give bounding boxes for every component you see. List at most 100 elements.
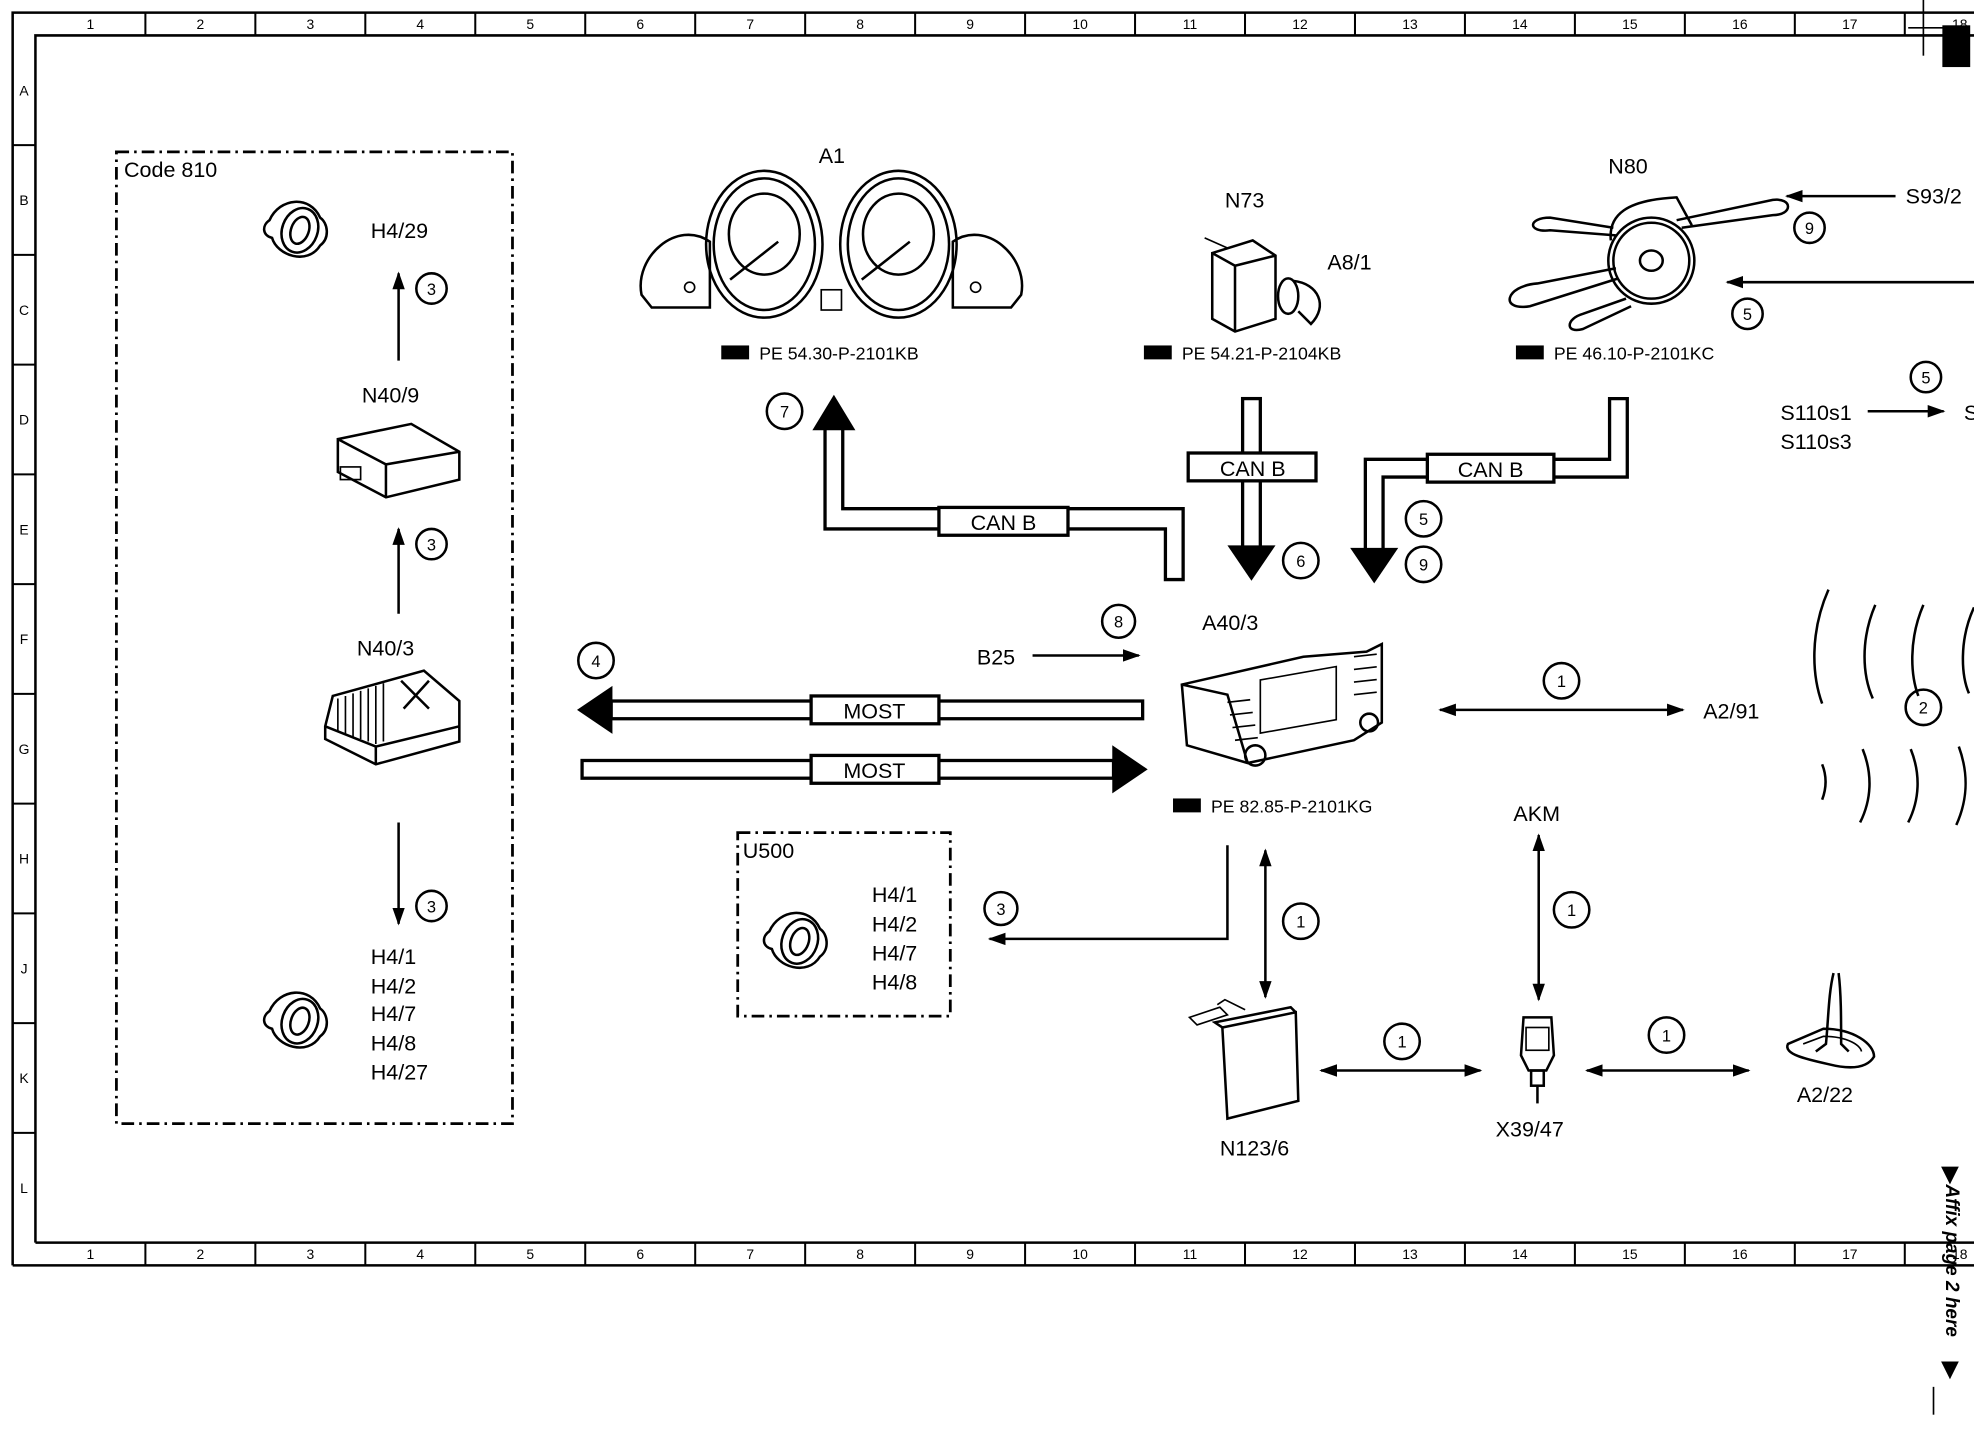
- svg-text:4: 4: [591, 653, 600, 671]
- speaker-icon[interactable]: [262, 200, 329, 258]
- component-h4-27: H4/27: [371, 1060, 428, 1084]
- component-n40-3: N40/3: [357, 636, 414, 660]
- component-a2-22: A2/22: [1797, 1083, 1853, 1107]
- svg-text:5: 5: [1921, 369, 1930, 387]
- instrument-cluster-icon[interactable]: [639, 169, 1024, 319]
- speaker-group-label: H4/1 H4/2 H4/7 H4/8 H4/27: [371, 945, 428, 1084]
- svg-text:CAN B: CAN B: [971, 511, 1037, 535]
- svg-text:9: 9: [1419, 557, 1428, 575]
- row-label: K: [19, 1070, 29, 1086]
- component-h4-1: H4/1: [371, 945, 416, 969]
- group-code-810-title: Code 810: [124, 158, 217, 182]
- callout-6: 6: [1281, 541, 1320, 580]
- reference-a1[interactable]: PE 54.30-P-2101KB: [721, 343, 919, 363]
- column-label: 5: [526, 1246, 534, 1262]
- column-label: 3: [306, 1246, 314, 1262]
- reference-n73[interactable]: PE 54.21-P-2104KB: [1143, 343, 1341, 363]
- crop-marks: [1908, 0, 1971, 1415]
- speaker-icon[interactable]: [262, 991, 329, 1049]
- column-label: 15: [1622, 16, 1638, 32]
- bus-arrow-right-icon: [1112, 745, 1148, 794]
- svg-text:MOST: MOST: [843, 700, 905, 724]
- column-label: 11: [1183, 16, 1198, 32]
- column-label: 12: [1292, 16, 1308, 32]
- svg-text:MOST: MOST: [843, 759, 905, 783]
- svg-text:3: 3: [427, 536, 436, 554]
- svg-text:1: 1: [1567, 902, 1576, 920]
- component-n80: N80: [1608, 154, 1647, 178]
- component-s93-2: S93/2: [1906, 185, 1962, 209]
- sheet-frame: [11, 11, 1974, 1267]
- row-label: H: [19, 851, 29, 867]
- column-label: 15: [1622, 1246, 1638, 1262]
- callout-1: 1: [1383, 1022, 1422, 1061]
- reference-hand-icon: [1515, 345, 1544, 360]
- column-label: 11: [1183, 1246, 1198, 1262]
- component-a2-91: A2/91: [1703, 700, 1759, 724]
- callout-9: 9: [1793, 211, 1826, 245]
- svg-text:PE 82.85-P-2101KG: PE 82.85-P-2101KG: [1211, 796, 1372, 816]
- row-label: A: [19, 82, 29, 98]
- column-label: 1: [87, 16, 95, 32]
- reference-n80[interactable]: PE 46.10-P-2101KC: [1515, 343, 1715, 363]
- component-n123-6: N123/6: [1220, 1136, 1289, 1160]
- svg-text:9: 9: [1805, 220, 1814, 238]
- callout-1: 1: [1647, 1016, 1686, 1055]
- callout-5: 5: [1404, 499, 1443, 538]
- component-a1: A1: [819, 144, 845, 168]
- svg-text:1: 1: [1557, 673, 1566, 691]
- ignition-switch-icon[interactable]: [1204, 237, 1322, 333]
- group-u500: U500 H4/1 H4/2 H4/7 H4/8: [736, 831, 952, 1018]
- component-h4-8: H4/8: [371, 1031, 416, 1055]
- bus-arrow-up-icon: [812, 394, 856, 431]
- row-label: J: [21, 960, 28, 976]
- column-label: 18: [1952, 1246, 1968, 1262]
- signal-arrow: [987, 845, 1229, 946]
- column-label: 4: [416, 16, 424, 32]
- head-unit-icon[interactable]: [1180, 642, 1384, 767]
- bus-arrow-down-icon: [1350, 547, 1399, 584]
- column-label: 7: [746, 16, 754, 32]
- component-s110s1: S110s1: [1780, 401, 1851, 425]
- reference-a40-3[interactable]: PE 82.85-P-2101KG: [1173, 796, 1372, 816]
- column-label: 14: [1512, 16, 1528, 32]
- callout-3: 3: [983, 890, 1019, 927]
- steering-column-module-icon[interactable]: [1508, 196, 1790, 332]
- column-label: 1: [87, 1246, 95, 1262]
- amplifier-icon[interactable]: [323, 669, 461, 766]
- svg-text:1: 1: [1296, 914, 1305, 932]
- svg-text:1: 1: [1397, 1034, 1406, 1052]
- component-a8-1: A8/1: [1327, 251, 1371, 275]
- svg-text:PE 54.30-P-2101KB: PE 54.30-P-2101KB: [759, 343, 918, 363]
- callout-5: 5: [1731, 297, 1764, 331]
- control-module-icon[interactable]: [336, 422, 461, 499]
- component-h4-2: H4/2: [872, 912, 917, 936]
- svg-text:3: 3: [427, 898, 436, 916]
- antenna-icon[interactable]: [1786, 972, 1876, 1069]
- column-label: 2: [197, 16, 205, 32]
- column-label: 8: [856, 1246, 864, 1262]
- telephone-module-icon[interactable]: [1187, 998, 1300, 1121]
- row-label: G: [19, 741, 30, 757]
- column-label: 2: [197, 1246, 205, 1262]
- svg-text:3: 3: [996, 901, 1005, 919]
- svg-text:CAN B: CAN B: [1220, 457, 1286, 481]
- connector-icon[interactable]: [1519, 1016, 1556, 1104]
- speaker-icon[interactable]: [762, 911, 828, 969]
- svg-text:1: 1: [1662, 1027, 1671, 1045]
- column-label: 9: [966, 1246, 974, 1262]
- reference-hand-icon: [1143, 345, 1172, 360]
- svg-text:5: 5: [1419, 511, 1428, 529]
- affix-note-text: Affix page 2 here: [1941, 1183, 1962, 1337]
- bus-arrow-down-icon: [1227, 545, 1276, 581]
- svg-text:2: 2: [1919, 700, 1928, 718]
- affix-note: Affix page 2 here: [1941, 1183, 1962, 1337]
- svg-text:PE 54.21-P-2104KB: PE 54.21-P-2104KB: [1182, 343, 1341, 363]
- column-label: 13: [1402, 16, 1418, 32]
- svg-text:CAN B: CAN B: [1458, 458, 1524, 482]
- component-h4-7: H4/7: [371, 1002, 416, 1026]
- callout-8: 8: [1100, 603, 1137, 640]
- component-akm: AKM: [1513, 802, 1560, 826]
- column-label: 4: [416, 1246, 424, 1262]
- bus-arrow-left-icon: [577, 685, 613, 734]
